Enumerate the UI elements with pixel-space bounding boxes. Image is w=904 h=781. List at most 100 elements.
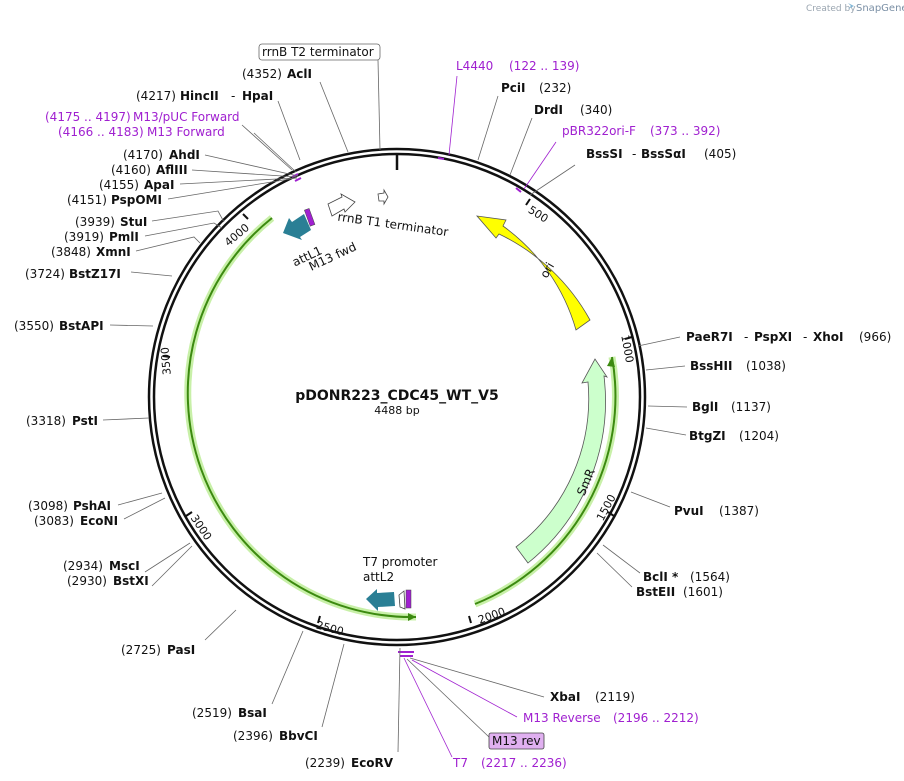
- afliii-label[interactable]: AflIII: [156, 163, 188, 177]
- apai-label[interactable]: ApaI: [144, 178, 174, 192]
- pspxi-label[interactable]: PspXI: [754, 330, 792, 344]
- bsssi-sep: -: [632, 147, 636, 161]
- rrnb-t1-label: rrnB T1 terminator: [337, 210, 450, 239]
- l4440-label[interactable]: L4440: [456, 59, 493, 73]
- l4440-range: (122 .. 139): [509, 59, 579, 73]
- bsai-pos: (2519): [192, 706, 232, 720]
- bcli-label[interactable]: BclI *: [643, 570, 679, 584]
- ahdi-pos: (4170): [123, 148, 163, 162]
- t7-promoter-feature[interactable]: [398, 590, 406, 610]
- attl1-feature[interactable]: [283, 214, 311, 240]
- bsssai-label[interactable]: BssSαI: [641, 147, 686, 161]
- xhoi-label[interactable]: XhoI: [813, 330, 844, 344]
- m13puc-label[interactable]: M13/pUC Forward: [133, 110, 240, 124]
- pmli-label[interactable]: PmlI: [109, 230, 139, 244]
- tick-label-3500: 3500: [158, 346, 173, 375]
- pspomi-label[interactable]: PspOMI: [111, 193, 162, 207]
- pasi-label[interactable]: PasI: [167, 643, 195, 657]
- rrnb-t2-terminator-label: rrnB T2 terminator: [262, 45, 374, 59]
- pshai-pos: (3098): [28, 499, 68, 513]
- m13fwd-label[interactable]: M13 Forward: [147, 125, 225, 139]
- m13-reverse-label[interactable]: M13 Reverse: [523, 711, 601, 725]
- m13-fwd-feature[interactable]: [327, 193, 356, 217]
- snapgene-logo-icon: [848, 3, 854, 9]
- apai-pos: (4155): [99, 178, 139, 192]
- econi-pos: (3083): [34, 514, 74, 528]
- stui-label[interactable]: StuI: [120, 215, 147, 229]
- bstz17i-label[interactable]: BstZ17I: [69, 267, 121, 281]
- hpai-label[interactable]: HpaI: [242, 89, 273, 103]
- bcli-pos: (1564): [690, 570, 730, 584]
- paer7i-label[interactable]: PaeR7I: [686, 330, 733, 344]
- bstxi-label[interactable]: BstXI: [113, 574, 149, 588]
- btgzi-label[interactable]: BtgZI: [689, 429, 726, 443]
- msci-label[interactable]: MscI: [109, 559, 140, 573]
- bgli-label[interactable]: BglI: [692, 400, 718, 414]
- bgli-pos: (1137): [731, 400, 771, 414]
- pcii-pos: (232): [539, 81, 571, 95]
- psti-pos: (3318): [26, 414, 66, 428]
- pvui-label[interactable]: PvuI: [674, 504, 704, 518]
- paer7i-pos: (966): [859, 330, 891, 344]
- t7-promoter-label: T7 promoter: [362, 555, 438, 569]
- bstxi-pos: (2930): [67, 574, 107, 588]
- plasmid-length: 4488 bp: [374, 404, 419, 417]
- m13-reverse-range: (2196 .. 2212): [613, 711, 699, 725]
- afliii-pos: (4160): [111, 163, 151, 177]
- pvui-pos: (1387): [719, 504, 759, 518]
- pasi-pos: (2725): [121, 643, 161, 657]
- backbone-outer-ring: [147, 147, 647, 647]
- xbai-label[interactable]: XbaI: [550, 690, 580, 704]
- ori-feature[interactable]: [476, 215, 591, 331]
- pspxi-sep: -: [803, 330, 807, 344]
- m13-rev-label: M13 rev: [492, 734, 541, 748]
- bsshii-label[interactable]: BssHII: [690, 359, 732, 373]
- rrnb-t2-terminator-box[interactable]: [258, 43, 381, 61]
- tick-label-2000: 2000: [476, 605, 507, 627]
- aci-label[interactable]: AclI: [287, 67, 312, 81]
- psti-label[interactable]: PstI: [72, 414, 98, 428]
- t7-range: (2217 .. 2236): [481, 756, 567, 770]
- bsssi-pos: (405): [704, 147, 736, 161]
- attl2-label: attL2: [363, 570, 394, 584]
- bsai-label[interactable]: BsaI: [238, 706, 267, 720]
- ahdi-label[interactable]: AhdI: [169, 148, 200, 162]
- bbvci-label[interactable]: BbvCI: [279, 729, 318, 743]
- drdi-pos: (340): [580, 103, 612, 117]
- m13fwd-range: (4166 .. 4183): [58, 125, 144, 139]
- hincii-label[interactable]: HincII: [180, 89, 219, 103]
- drdi-label[interactable]: DrdI: [534, 103, 563, 117]
- rrnb-t1-feature[interactable]: [377, 188, 389, 206]
- m13-fwd-primer-marker[interactable]: [304, 208, 316, 227]
- ecorv-label[interactable]: EcoRV: [351, 756, 394, 770]
- bstz17i-pos: (3724): [25, 267, 65, 281]
- hincii-sep: -: [231, 89, 235, 103]
- btgzi-pos: (1204): [739, 429, 779, 443]
- stui-pos: (3939): [75, 215, 115, 229]
- xmni-label[interactable]: XmnI: [96, 245, 131, 259]
- t7-label[interactable]: T7: [452, 756, 468, 770]
- aci-pos: (4352): [242, 67, 282, 81]
- bstapi-label[interactable]: BstAPI: [59, 319, 104, 333]
- pshai-label[interactable]: PshAI: [73, 499, 111, 513]
- bsssi-label[interactable]: BssSI: [586, 147, 623, 161]
- attl2-feature[interactable]: [366, 589, 395, 611]
- ticks: [162, 198, 633, 624]
- pspomi-pos: (4151): [67, 193, 107, 207]
- pcii-label[interactable]: PciI: [501, 81, 526, 95]
- bsteii-pos: (1601): [683, 585, 723, 599]
- m13-rev-box[interactable]: [488, 732, 545, 750]
- bsteii-label[interactable]: BstEII: [636, 585, 675, 599]
- msci-pos: (2934): [63, 559, 103, 573]
- m13puc-range: (4175 .. 4197): [45, 110, 131, 124]
- created-by-text: Created by: [806, 4, 856, 14]
- orf-line-right: [474, 356, 617, 605]
- t7-primer-marker[interactable]: [405, 589, 412, 609]
- pbr322ori-f-label[interactable]: pBR322ori-F: [562, 124, 636, 138]
- tick-label-1000: 1000: [618, 334, 636, 364]
- orf-arrowhead-right: [607, 357, 615, 367]
- bsshii-pos: (1038): [746, 359, 786, 373]
- smr-feature[interactable]: [515, 358, 608, 564]
- econi-label[interactable]: EcoNI: [80, 514, 118, 528]
